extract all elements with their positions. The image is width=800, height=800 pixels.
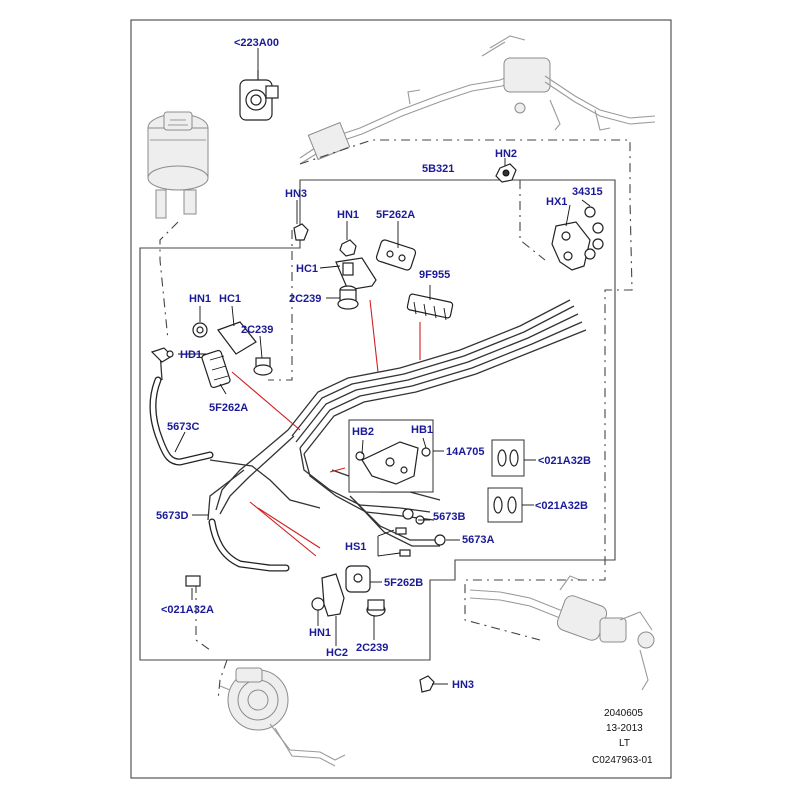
part-HC1-left — [217, 321, 257, 355]
label-021A32B-2: <021A32B — [535, 500, 588, 512]
label-HN3-top: HN3 — [285, 188, 307, 200]
label-2C239-left: 2C239 — [241, 324, 273, 336]
assembly-boundary — [139, 179, 616, 661]
label-2C239-bottom: 2C239 — [356, 642, 388, 654]
label-HN3-bottom: HN3 — [452, 679, 474, 691]
steering-rack-context — [299, 35, 656, 165]
callout-labels: <223A00 5B321 HN2 HN3 HX1 34315 HN1 5F26… — [156, 37, 603, 691]
label-HD1: HD1 — [180, 349, 202, 361]
label-021A32A: <021A32A — [161, 604, 214, 616]
part-HN3-bottom — [419, 675, 435, 693]
leader-lines — [174, 48, 591, 685]
reference-line-3: LT — [619, 738, 630, 749]
reference-line-4: C0247963-01 — [592, 755, 653, 766]
label-HN1-bottom: HN1 — [309, 627, 331, 639]
label-HC2: HC2 — [326, 647, 348, 659]
label-5673D: 5673D — [156, 510, 188, 522]
label-5673B: 5673B — [433, 511, 465, 523]
label-HC1-top: HC1 — [296, 263, 318, 275]
cooler-context — [469, 575, 655, 691]
label-HX1: HX1 — [546, 196, 567, 208]
label-34315: 34315 — [572, 186, 603, 198]
part-2C239-bottom — [366, 599, 386, 617]
part-9F955 — [406, 293, 454, 321]
label-HN2: HN2 — [495, 148, 517, 160]
part-2C239-top — [337, 285, 359, 310]
label-5F262A-top: 5F262A — [376, 209, 415, 221]
part-HX1 — [551, 206, 604, 271]
reference-line-1: 2040605 — [604, 708, 643, 719]
diagram-frame — [130, 19, 672, 779]
label-5673A: 5673A — [462, 534, 494, 546]
part-021A32A — [185, 575, 201, 587]
part-223A00 — [239, 79, 279, 121]
label-2C239-top: 2C239 — [289, 293, 321, 305]
label-5F262A-left: 5F262A — [209, 402, 248, 414]
pump-context — [219, 667, 346, 767]
label-14A705: 14A705 — [446, 446, 485, 458]
inset-14A705 — [348, 419, 434, 493]
label-HB2: HB2 — [352, 426, 374, 438]
part-2C239-left — [253, 357, 273, 376]
label-9F955: 9F955 — [419, 269, 450, 281]
label-021A32B-1: <021A32B — [538, 455, 591, 467]
rack-leader-dash — [299, 139, 633, 641]
hose-5673D — [208, 518, 290, 572]
part-5673A-fitting — [434, 534, 446, 546]
part-5F262B — [345, 565, 371, 593]
label-223A00: <223A00 — [234, 37, 279, 49]
reference-line-2: 13-2013 — [606, 723, 643, 734]
reservoir-context — [147, 111, 209, 219]
label-HN1-top: HN1 — [337, 209, 359, 221]
hose-5673C — [149, 351, 214, 466]
part-5F262A-top — [375, 239, 417, 271]
part-HS1 — [395, 527, 411, 557]
label-5F262B: 5F262B — [384, 577, 423, 589]
label-5673C: 5673C — [167, 421, 199, 433]
part-5F262A-left — [201, 349, 231, 389]
part-HN1-bottom — [311, 597, 325, 611]
part-34315-bolts — [584, 206, 604, 260]
inset-021A32B-2 — [487, 487, 523, 523]
label-HC1-left: HC1 — [219, 293, 241, 305]
part-HN1-top — [339, 239, 357, 257]
part-HN2 — [495, 163, 517, 183]
label-HB1: HB1 — [411, 424, 433, 436]
part-HD1 — [150, 347, 174, 363]
label-HS1: HS1 — [345, 541, 366, 553]
part-HC1-top — [335, 257, 377, 291]
label-HN1-left: HN1 — [189, 293, 211, 305]
inset-021A32B-1 — [491, 439, 525, 477]
red-indicators — [231, 299, 421, 557]
part-HN3-top — [293, 223, 309, 241]
part-HN1-left — [192, 322, 208, 338]
part-HC2 — [321, 573, 345, 617]
label-5B321: 5B321 — [422, 163, 454, 175]
reference-block: 2040605 13-2013 LT C0247963-01 — [592, 708, 653, 766]
